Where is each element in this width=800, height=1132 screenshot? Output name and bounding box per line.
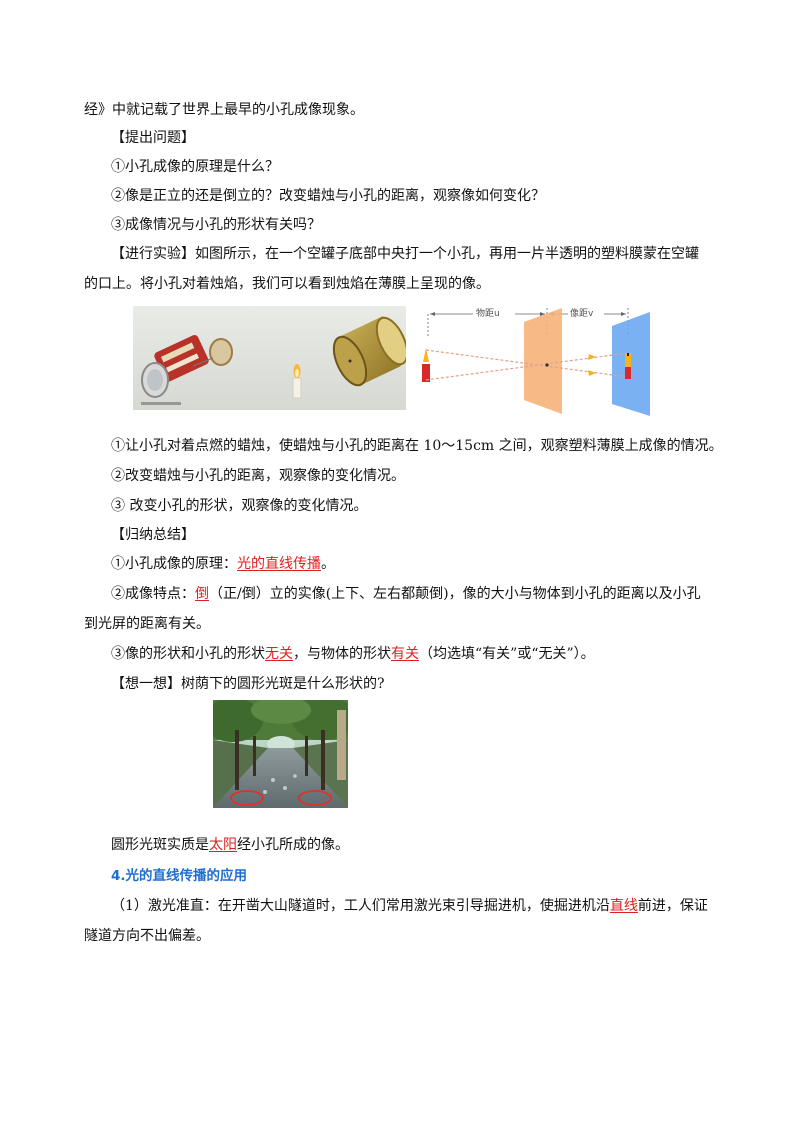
- experiment-intro: 【进行实验】如图所示，在一个空罐子底部中央打一个小孔，再用一片半透明的塑料膜蒙在…: [111, 246, 699, 262]
- laser-alignment-text: （1）激光准直：在开凿大山隧道时，工人们常用激光束引导掘进机，使掘进机沿: [111, 898, 610, 914]
- think-answer-text: 圆形光斑实质是: [111, 837, 209, 853]
- image-distance-label: 像距v: [570, 309, 594, 319]
- answer-principle: 光的直线传播: [237, 556, 321, 572]
- laser-alignment-cont: 隧道方向不出偏差。: [84, 928, 210, 944]
- object-distance-label: 物距u: [476, 309, 500, 319]
- summary-shape: ③像的形状和小孔的形状无关，与物体的形状有关（均选填“有关”或“无关”）。: [111, 644, 595, 664]
- section-label-summary: 【归纳总结】: [111, 527, 195, 543]
- laser-alignment: （1）激光准直：在开凿大山隧道时，工人们常用激光束引导掘进机，使掘进机沿直线前进…: [111, 896, 708, 916]
- summary-shape-mid: ，与物体的形状: [293, 646, 391, 662]
- summary-shape-text: ③像的形状和小孔的形状: [111, 646, 265, 662]
- experiment-intro-cont: 的口上。将小孔对着烛焰，我们可以看到烛焰在薄膜上呈现的像。: [84, 276, 490, 292]
- answer-related: 有关: [391, 646, 419, 662]
- summary-principle-text: ①小孔成像的原理：: [111, 556, 237, 572]
- summary-features-cont: 到光屏的距离有关。: [84, 616, 210, 632]
- think-prompt: 【想一想】树荫下的圆形光斑是什么形状的?: [111, 676, 385, 692]
- step-2: ②改变蜡烛与小孔的距离，观察像的变化情况。: [111, 468, 405, 484]
- summary-principle: ①小孔成像的原理：光的直线传播。: [111, 554, 335, 574]
- question-3: ③成像情况与小孔的形状有关吗？: [111, 217, 321, 233]
- step-1: ①让小孔对着点燃的蜡烛，使蜡烛与小孔的距离在 10～15cm 之间，观察塑料薄膜…: [111, 438, 723, 454]
- summary-shape-end: （均选填“有关”或“无关”）。: [419, 646, 595, 662]
- answer-unrelated: 无关: [265, 646, 293, 662]
- answer-inverted: 倒: [195, 586, 209, 602]
- step-3: ③ 改变小孔的形状，观察像的变化情况。: [111, 498, 368, 514]
- tree-shade-photo: [213, 700, 348, 808]
- summary-principle-end: 。: [321, 556, 335, 572]
- summary-features-rest: （正/倒）立的实像(上下、左右都颠倒)，像的大小与物体到小孔的距离以及小孔: [209, 586, 701, 602]
- answer-straight-line: 直线: [609, 898, 638, 914]
- question-1: ①小孔成像的原理是什么？: [111, 159, 279, 175]
- pinhole-ray-diagram: 物距u 像距v: [418, 304, 658, 416]
- section-heading-applications: 4.光的直线传播的应用: [111, 868, 248, 884]
- question-2: ②像是正立的还是倒立的？改变蜡烛与小孔的距离，观察像如何变化？: [111, 188, 545, 204]
- summary-features-text: ②成像特点：: [111, 586, 195, 602]
- think-answer: 圆形光斑实质是太阳经小孔所成的像。: [111, 835, 349, 855]
- think-answer-end: 经小孔所成的像。: [237, 837, 349, 853]
- answer-sun: 太阳: [209, 837, 237, 853]
- laser-alignment-end: 前进，保证: [637, 898, 708, 914]
- section-label-question: 【提出问题】: [111, 130, 195, 146]
- summary-features: ②成像特点：倒（正/倒）立的实像(上下、左右都颠倒)，像的大小与物体到小孔的距离…: [111, 584, 701, 604]
- can-candle-photo: [133, 306, 406, 410]
- paragraph-line: 经》中就记载了世界上最早的小孔成像现象。: [84, 102, 364, 118]
